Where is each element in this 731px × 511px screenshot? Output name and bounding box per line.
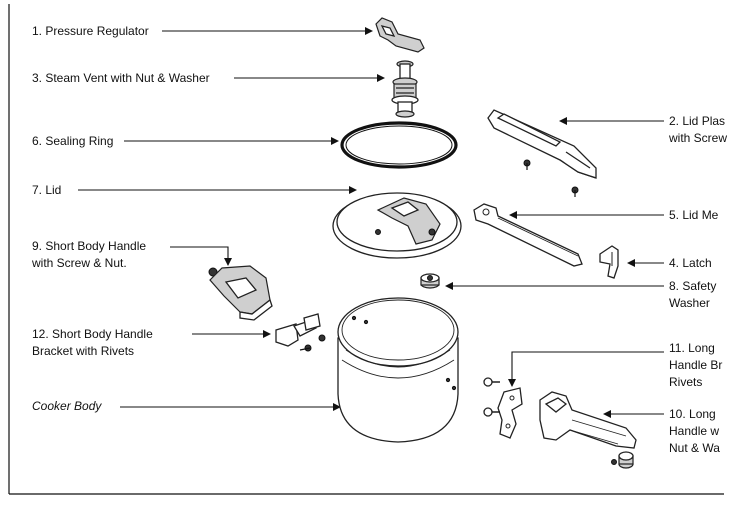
- label-long-bracket-line3: Rivets: [669, 375, 702, 389]
- latch-part: [599, 245, 619, 279]
- label-long-handle-line1: 10. Long: [669, 407, 716, 421]
- label-long-bracket-line1: 11. Long: [669, 341, 715, 355]
- label-short-handle-bracket-line2: Bracket with Rivets: [32, 344, 134, 358]
- label-safety-line1: 8. Safety: [669, 279, 716, 293]
- label-lid-metal: 5. Lid Me: [669, 208, 719, 222]
- label-steam-vent: 3. Steam Vent with Nut & Washer: [32, 71, 210, 85]
- pressure-regulator-part: [375, 17, 425, 53]
- label-short-body-handle-line2: with Screw & Nut.: [31, 256, 127, 270]
- leader-long-bracket: [508, 351, 664, 387]
- steam-vent-part: [391, 60, 419, 118]
- label-lid-plastic-line1: 2. Lid Plas: [669, 114, 725, 128]
- label-safety-line2: Washer: [669, 296, 710, 310]
- label-short-handle-bracket-line1: 12. Short Body Handle: [32, 327, 153, 341]
- short-body-handle-part: [208, 265, 273, 321]
- lid-plastic-handle-part: [487, 109, 597, 197]
- cooker-body-part: [337, 297, 459, 443]
- leader-short-body-handle: [170, 246, 232, 266]
- label-short-body-handle-line1: 9. Short Body Handle: [32, 239, 146, 253]
- sealing-ring-part: [340, 121, 458, 169]
- safety-washer-part: [420, 273, 440, 289]
- label-pressure-regulator: 1. Pressure Regulator: [32, 24, 149, 38]
- label-latch: 4. Latch: [669, 256, 712, 270]
- long-handle-part: [539, 391, 637, 469]
- label-long-bracket-line2: Handle Br: [669, 358, 722, 372]
- label-lid-plastic-line2: with Screw: [668, 131, 727, 145]
- lid-metal-handle-part: [473, 203, 583, 267]
- label-long-handle-line2: Handle w: [669, 424, 719, 438]
- long-handle-bracket-part: [483, 377, 523, 439]
- short-handle-bracket-part: [275, 313, 326, 352]
- label-cooker-body: Cooker Body: [32, 399, 102, 413]
- label-lid: 7. Lid: [32, 183, 61, 197]
- lid-part: [332, 192, 462, 259]
- label-long-handle-line3: Nut & Wa: [669, 441, 720, 455]
- label-sealing-ring: 6. Sealing Ring: [32, 134, 113, 148]
